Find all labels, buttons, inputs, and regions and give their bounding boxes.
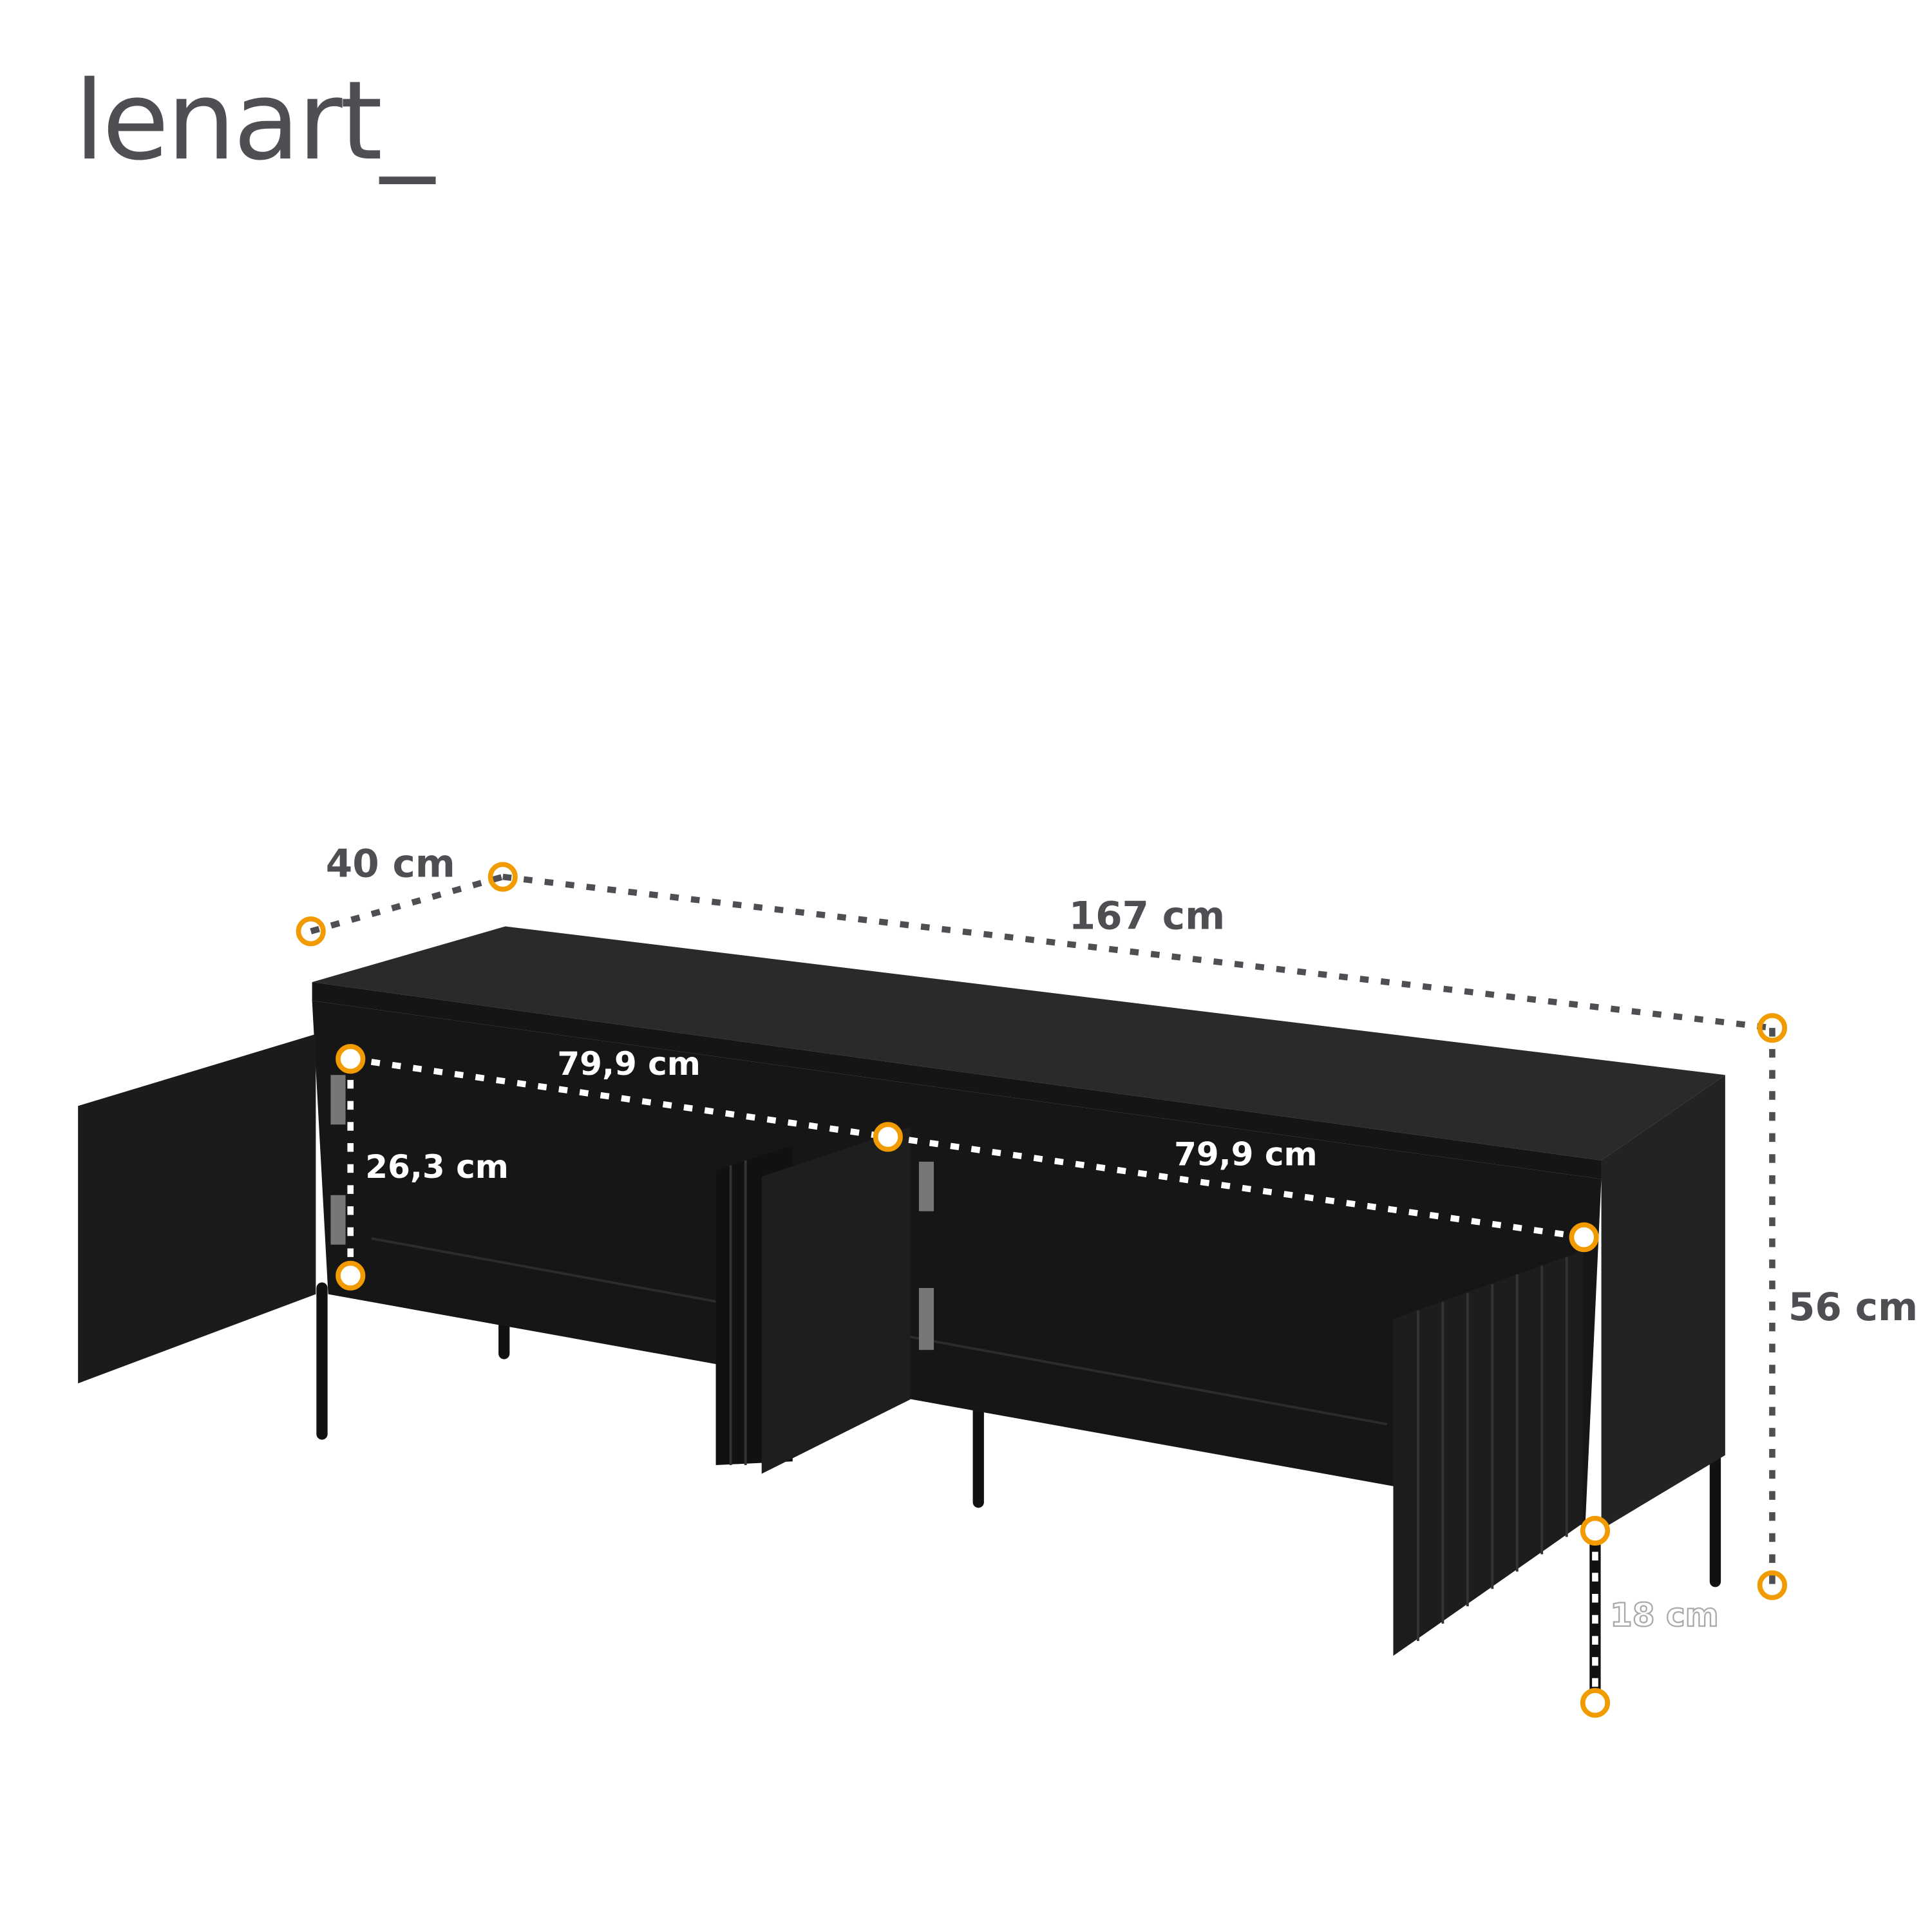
hinges xyxy=(330,1075,934,1350)
marker-circle-icon xyxy=(1580,1688,1610,1718)
marker-circle-icon xyxy=(336,1044,366,1074)
marker-circle-icon xyxy=(488,862,518,892)
depth-label: 40 cm xyxy=(326,842,455,887)
marker-circle-icon xyxy=(1757,1570,1787,1600)
marker-circle-icon xyxy=(1569,1222,1599,1253)
height-label: 56 cm xyxy=(1788,1285,1918,1330)
width-label: 167 cm xyxy=(1069,894,1226,938)
cabinet-interior xyxy=(312,1000,1602,1526)
door-middle-right xyxy=(761,1127,911,1474)
door-right xyxy=(1393,1251,1583,1656)
cabinet-top xyxy=(312,926,1725,1160)
dimension-markers xyxy=(296,862,1787,1718)
hinge-icon xyxy=(918,1161,934,1211)
cabinet-top-edge xyxy=(312,982,1602,1179)
marker-circle-icon xyxy=(296,916,326,947)
marker-circle-icon xyxy=(336,1260,366,1291)
leg-height-label: 18 cm xyxy=(1610,1596,1719,1634)
compartment-height-label: 26,3 cm xyxy=(365,1148,509,1186)
brand-logo: lenart_ xyxy=(74,57,436,184)
compartment-width-left-label: 79,9 cm xyxy=(557,1045,701,1083)
hinge-icon xyxy=(330,1075,346,1125)
marker-circle-icon xyxy=(1580,1515,1610,1546)
marker-circle-icon xyxy=(873,1122,903,1152)
compartment-width-right-label: 79,9 cm xyxy=(1174,1136,1318,1173)
marker-circle-icon xyxy=(1757,1013,1787,1043)
door-left xyxy=(78,1034,316,1384)
hinge-icon xyxy=(330,1195,346,1245)
door-fluting xyxy=(729,1160,1568,1642)
cabinet-side xyxy=(1601,1075,1725,1530)
hinge-icon xyxy=(918,1288,934,1350)
dimension-lines xyxy=(310,873,1776,1703)
